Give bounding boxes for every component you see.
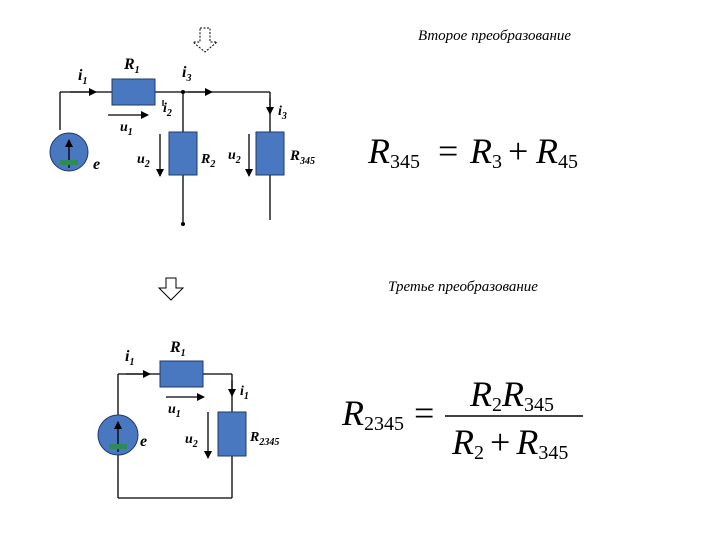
formula-plus: + <box>508 131 528 171</box>
formula-equals: = <box>438 131 458 171</box>
node <box>181 222 185 226</box>
label-r345: R345 <box>289 148 315 167</box>
down-arrow-icon <box>191 27 219 53</box>
label-r2: R2 <box>200 152 215 170</box>
formula-term-r45: R45 <box>535 131 578 173</box>
caption-second-transformation: Второе преобразование <box>418 28 572 44</box>
down-arrow-icon <box>157 277 185 301</box>
node <box>181 90 185 94</box>
label-r1: R1 <box>169 339 186 359</box>
label-i1: i1 <box>125 348 134 368</box>
circuit-third-transformation: i1 R1 i1 u1 e u2 R2345 <box>97 339 279 499</box>
label-i2: i2 <box>163 101 172 119</box>
label-u2-second: u2 <box>228 148 241 166</box>
formula-lhs: R345 <box>367 131 420 173</box>
label-e: e <box>93 156 100 173</box>
resistor-r2345 <box>217 411 247 457</box>
label-i3-branch: i3 <box>278 104 287 122</box>
label-i1: i1 <box>78 67 87 87</box>
label-u1: u1 <box>120 120 133 138</box>
label-u2: u2 <box>137 152 150 170</box>
label-e: e <box>140 433 147 450</box>
formula-lhs: R2345 <box>341 393 404 435</box>
caption-third-transformation: Третье преобразование <box>388 279 538 295</box>
label-r1: R1 <box>123 56 140 76</box>
resistor-r2 <box>168 131 198 176</box>
label-u2: u2 <box>185 432 198 450</box>
label-i3: i3 <box>182 64 191 84</box>
voltage-source <box>49 132 89 172</box>
formula-r345: R345 = R3 + R45 <box>367 131 578 173</box>
label-i1-branch: i1 <box>240 384 249 402</box>
label-r2345: R2345 <box>249 430 279 448</box>
formula-equals: = <box>414 393 434 433</box>
formula-r2345: R2345 = R2R345 R2+R345 <box>341 374 583 464</box>
formula-numerator: R2R345 <box>469 374 554 416</box>
resistor-r1 <box>111 78 156 106</box>
resistor-r345 <box>255 131 285 176</box>
formula-term-r3: R3 <box>469 131 502 173</box>
circuit-second-transformation: i1 R1 i3 i2 i3 u1 e u2 R2 u2 R345 <box>49 56 315 226</box>
formula-denominator: R2+R345 <box>451 422 568 464</box>
label-u1: u1 <box>168 402 181 420</box>
resistor-r1 <box>159 360 204 388</box>
voltage-source <box>97 414 139 456</box>
